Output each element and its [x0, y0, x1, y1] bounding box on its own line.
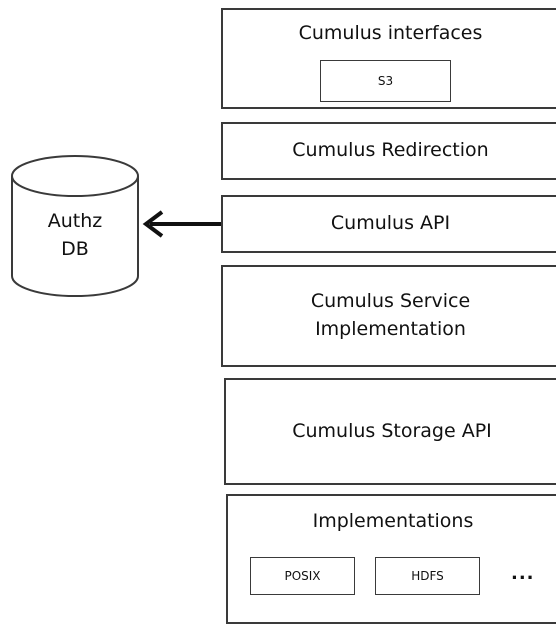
implementations-title: Implementations: [312, 510, 474, 532]
cumulus-service-layer: Cumulus Service Implementation: [221, 265, 556, 367]
posix-chip: POSIX: [250, 557, 355, 595]
hdfs-chip: HDFS: [375, 557, 480, 595]
cumulus-api-title: Cumulus API: [330, 212, 451, 235]
hdfs-chip-label: HDFS: [411, 569, 444, 583]
s3-chip: S3: [320, 60, 451, 102]
cumulus-api-layer: Cumulus API: [221, 195, 556, 253]
api-to-db-arrow: [142, 210, 221, 238]
authz-db-label-line2: DB: [61, 237, 89, 260]
cumulus-storage-api-title: Cumulus Storage API: [292, 419, 492, 442]
cumulus-service-title-line2: Implementation: [315, 318, 466, 340]
authz-db-label: Authz DB: [12, 208, 138, 263]
authz-db-cylinder: [11, 155, 139, 297]
cumulus-redirection-title: Cumulus Redirection: [292, 139, 489, 162]
cumulus-redirection-layer: Cumulus Redirection: [221, 122, 556, 180]
cumulus-interfaces-layer: Cumulus interfaces: [221, 8, 556, 109]
authz-db-label-line1: Authz: [47, 210, 103, 232]
cumulus-service-title-line1: Cumulus Service: [310, 290, 471, 313]
cumulus-storage-api-layer: Cumulus Storage API: [224, 378, 556, 485]
posix-chip-label: POSIX: [284, 569, 321, 583]
s3-chip-label: S3: [377, 74, 394, 88]
cumulus-interfaces-title: Cumulus interfaces: [298, 22, 483, 44]
more-implementations-ellipsis: ...: [511, 563, 535, 584]
